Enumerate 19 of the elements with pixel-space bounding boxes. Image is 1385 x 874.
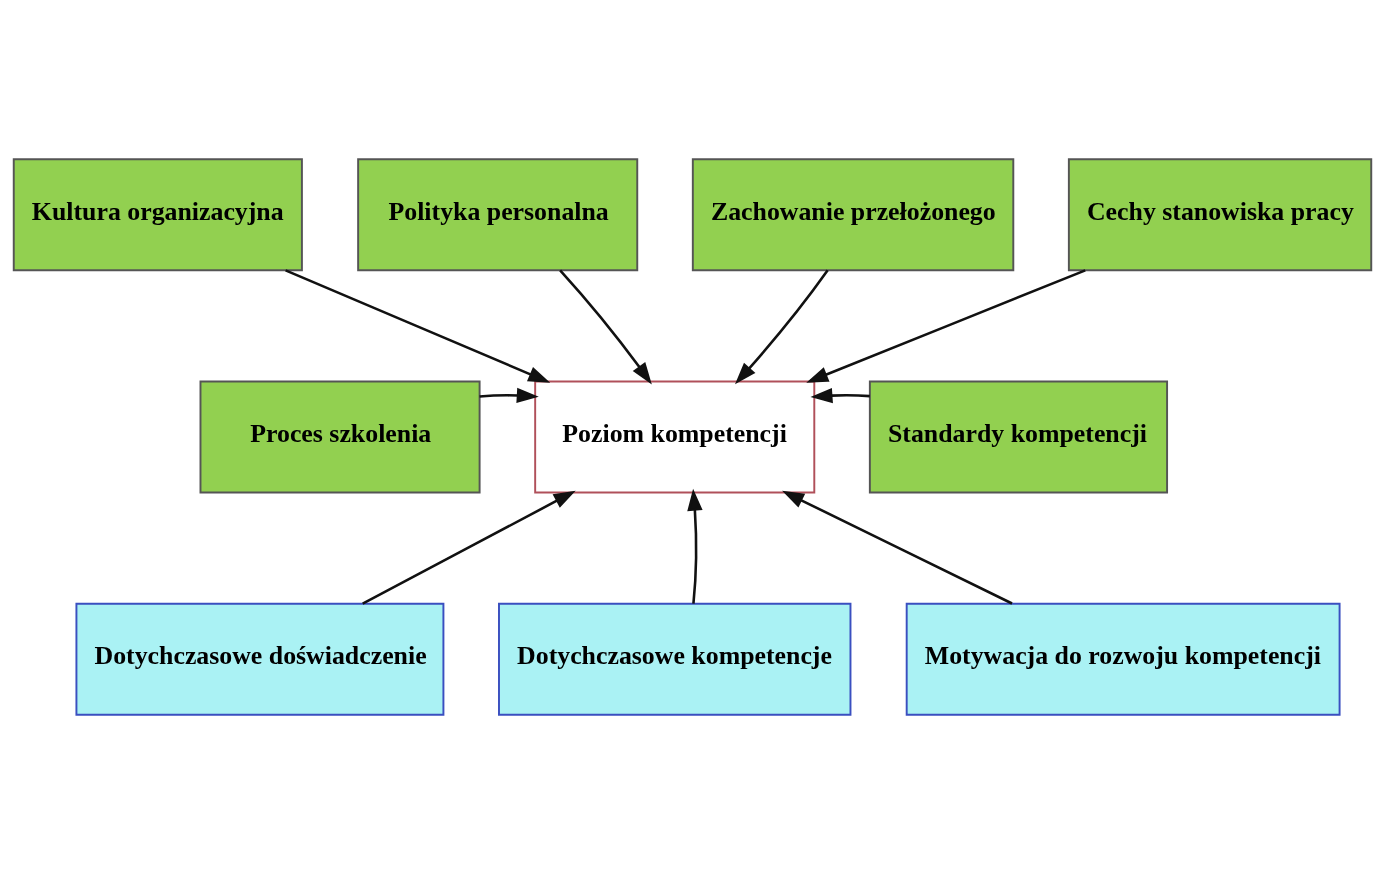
node-box: Kultura organizacyjna [12, 158, 303, 272]
node-box: Standardy kompetencji [868, 380, 1169, 494]
node-box: Dotychczasowe kompetencje [498, 602, 852, 716]
arrow [806, 269, 1086, 383]
arrow [782, 490, 1013, 605]
arrow [559, 269, 652, 385]
arrow [362, 490, 576, 605]
node-box: Poziom kompetencji [534, 380, 816, 494]
node-box: Polityka personalna [357, 158, 639, 272]
node-box: Cechy stanowiska pracy [1067, 158, 1373, 272]
node-box: Proces szkolenia [199, 380, 481, 494]
arrow [285, 269, 551, 383]
arrow [735, 269, 829, 385]
node-box: Motywacja do rozwoju kompetencji [905, 602, 1341, 716]
arrow [810, 387, 870, 404]
node-box: Dotychczasowe doświadczenie [75, 602, 445, 716]
arrow [687, 488, 703, 604]
arrow [479, 387, 539, 404]
node-box: Zachowanie przełożonego [691, 158, 1015, 272]
